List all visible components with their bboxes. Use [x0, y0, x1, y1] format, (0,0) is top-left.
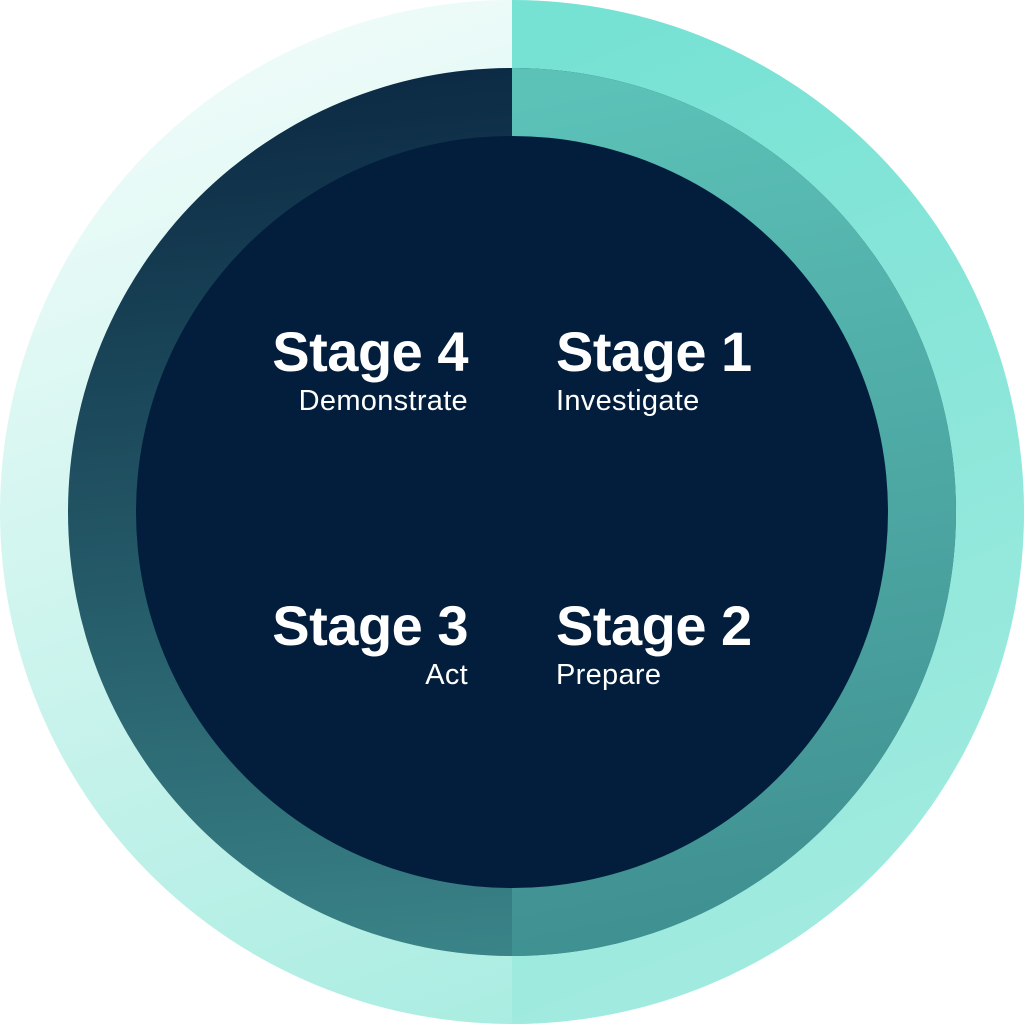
stage-3-label: Stage 3 Act — [228, 596, 468, 692]
stage-3-title: Stage 3 — [272, 594, 468, 657]
stage-1-label: Stage 1 Investigate — [556, 322, 796, 418]
stage-2-label: Stage 2 Prepare — [556, 596, 796, 692]
stage-3-subtitle: Act — [425, 659, 468, 691]
stage-4-subtitle: Demonstrate — [298, 385, 468, 417]
stage-2-title: Stage 2 — [556, 594, 752, 657]
stage-2-subtitle: Prepare — [556, 659, 662, 691]
stage-4-title: Stage 4 — [272, 320, 468, 383]
center-disc — [136, 136, 888, 888]
stage-1-title: Stage 1 — [556, 320, 752, 383]
stage-1-subtitle: Investigate — [556, 385, 700, 417]
stage-4-label: Stage 4 Demonstrate — [228, 322, 468, 418]
